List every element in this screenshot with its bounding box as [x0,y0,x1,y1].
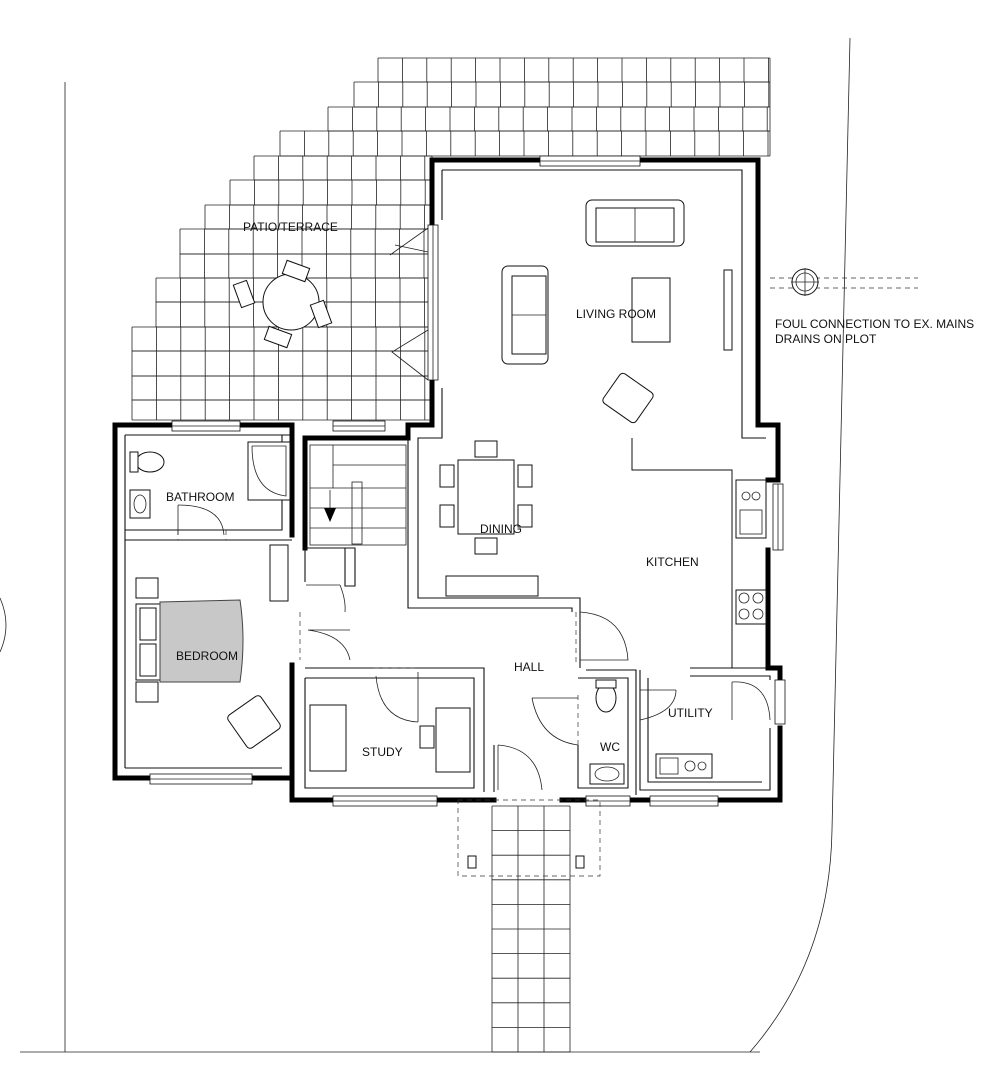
label-patio: PATIO/TERRACE [243,220,338,234]
label-utility: UTILITY [668,706,713,720]
utility-fittings [655,753,713,779]
study-furniture [309,704,471,773]
label-study: STUDY [362,745,403,759]
internal-walls [124,169,771,795]
kitchen-units [631,438,767,668]
label-bathroom: BATHROOM [166,490,234,504]
bathroom-fittings [129,441,291,519]
drain-note-line1: FOUL CONNECTION TO EX. MAINS [775,317,974,331]
front-path-paving [491,805,571,1053]
label-living-room: LIVING ROOM [576,307,656,321]
window-utility-east [774,679,786,725]
drain-note-line2: DRAINS ON PLOT [775,332,877,346]
label-wc: WC [600,740,620,754]
patio-furniture [232,259,333,349]
bedroom-furniture [135,544,289,749]
wc-fittings [589,679,625,785]
drain-manhole [770,268,918,296]
doors [177,227,771,791]
windows [149,155,786,807]
label-kitchen: KITCHEN [646,555,699,569]
label-bedroom: BEDROOM [176,649,238,663]
living-furniture [439,199,733,597]
site-boundary [0,37,851,1053]
label-dining: DINING [480,522,522,536]
room-labels: PATIO/TERRACE LIVING ROOM DINING KITCHEN… [166,220,974,759]
label-hall: HALL [514,660,544,674]
entrance-porch [457,799,601,877]
staircase [309,444,407,546]
